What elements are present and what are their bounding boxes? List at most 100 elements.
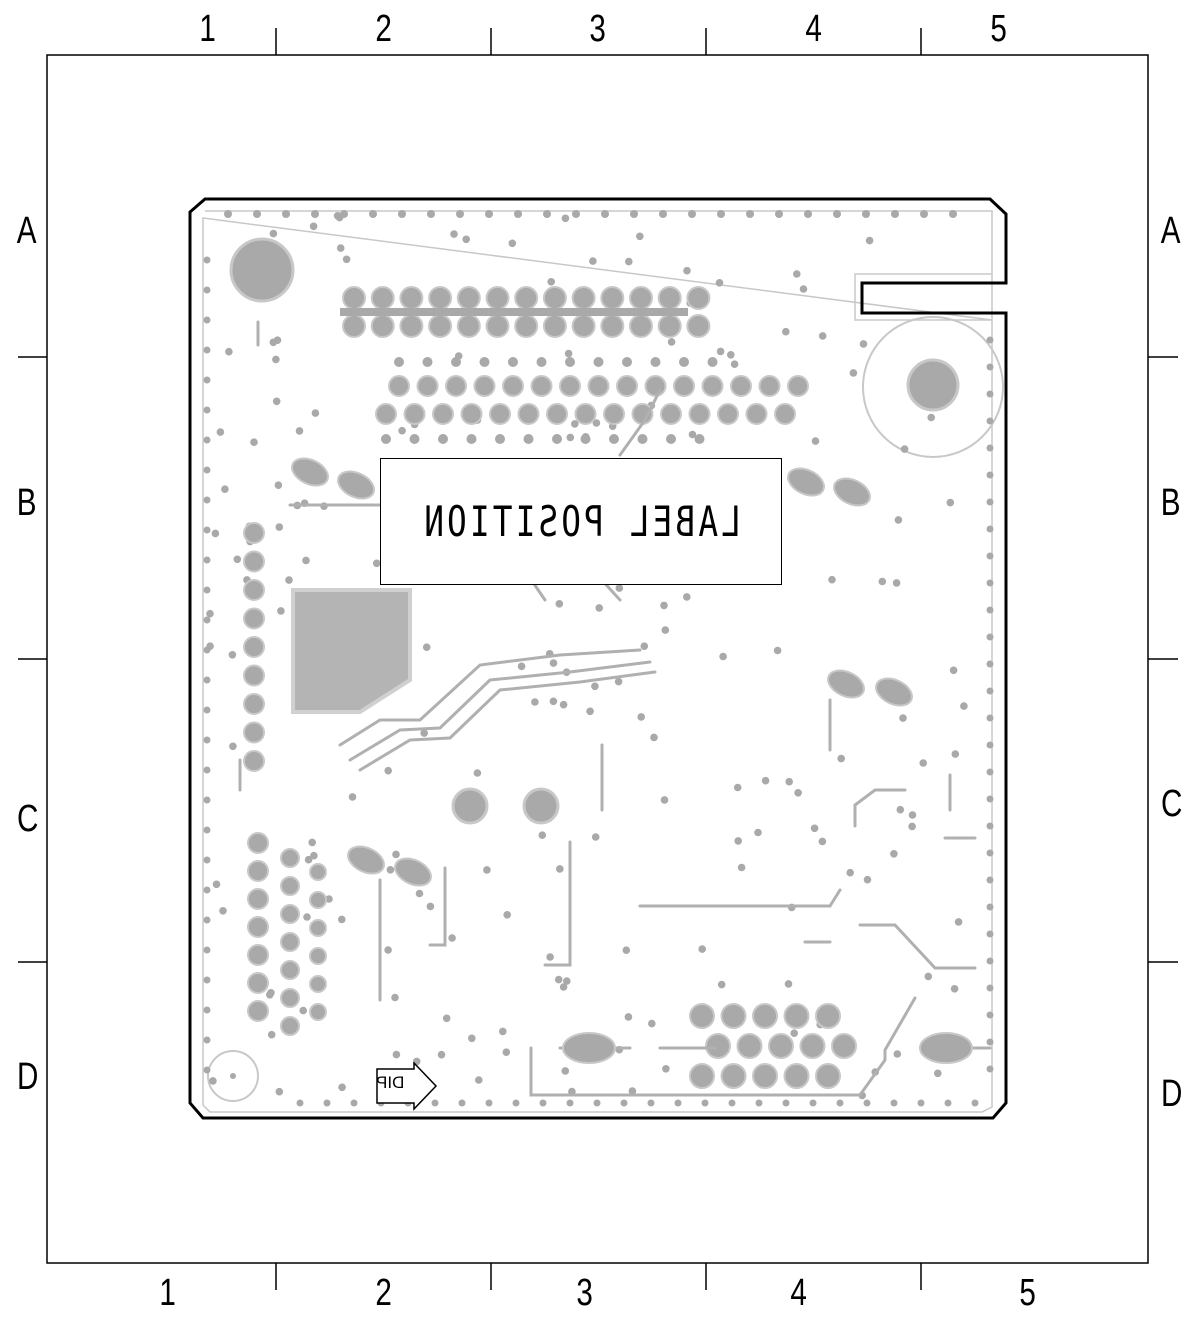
via [659, 210, 667, 218]
via [628, 1087, 637, 1095]
via [203, 916, 211, 924]
via [592, 419, 601, 427]
header-pad [571, 286, 596, 310]
via [837, 754, 845, 763]
via [566, 433, 575, 442]
via [458, 1099, 466, 1107]
pad [309, 919, 327, 937]
via [203, 706, 211, 714]
via [719, 652, 727, 661]
via [707, 357, 718, 367]
vertical-header-pad [247, 944, 269, 966]
via [381, 434, 391, 444]
via [543, 210, 551, 218]
via [272, 397, 281, 406]
connector-pad [489, 403, 511, 425]
via [755, 1099, 763, 1107]
via [203, 796, 211, 804]
via [517, 662, 526, 671]
header-pad [571, 314, 596, 338]
header-pad [542, 314, 567, 338]
header-pad [686, 314, 711, 338]
header-pad [370, 314, 395, 338]
via [609, 434, 619, 444]
trace [853, 788, 907, 828]
via [392, 1050, 401, 1059]
row-label-right-c: C [1161, 783, 1183, 825]
via [225, 347, 233, 356]
via [531, 698, 539, 706]
vertical-header-pad [247, 888, 269, 910]
trace [618, 388, 662, 457]
via [986, 822, 994, 830]
via [986, 417, 994, 425]
via [338, 1083, 346, 1092]
connector-pad [701, 375, 724, 397]
via [785, 777, 793, 786]
via [660, 796, 669, 804]
bottom-connector-pad [783, 1063, 810, 1089]
row-label-right-d: D [1161, 1073, 1183, 1115]
via [250, 438, 258, 447]
via [372, 559, 381, 568]
bottom-connector-pad [736, 1033, 763, 1059]
via [862, 210, 870, 218]
via [420, 729, 429, 737]
via [536, 357, 547, 367]
via [203, 316, 211, 324]
via [462, 235, 471, 244]
via [308, 838, 317, 847]
via [863, 875, 872, 884]
vertical-header-pad [247, 972, 269, 994]
crystal-pads [291, 457, 973, 1064]
bottom-connector-pad [705, 1033, 731, 1059]
board-inner-outline [202, 210, 993, 1113]
via [917, 1099, 925, 1107]
via [859, 340, 868, 348]
via [622, 946, 631, 954]
via [266, 991, 274, 999]
via [586, 707, 594, 716]
via [209, 1077, 217, 1085]
via [203, 1006, 211, 1014]
via [495, 434, 505, 444]
header-pad [485, 286, 510, 310]
connector-pad [559, 375, 581, 397]
fiducial-bottom-left [207, 1050, 259, 1102]
column-label-bottom-2: 2 [375, 1272, 392, 1314]
via [666, 434, 676, 444]
via [986, 633, 994, 641]
via [846, 868, 854, 877]
via [233, 555, 242, 564]
header-pad [456, 286, 481, 310]
via [275, 1087, 284, 1096]
via [804, 210, 812, 218]
via [203, 496, 211, 504]
header-pad [600, 286, 625, 310]
via [986, 390, 994, 398]
via [556, 865, 564, 873]
via [304, 855, 313, 864]
via [944, 1099, 952, 1107]
via [391, 993, 399, 1002]
header-pad [485, 314, 510, 338]
pad [309, 975, 327, 993]
via [203, 586, 211, 594]
via [466, 434, 477, 444]
connector-pad [774, 403, 796, 425]
via [539, 1099, 547, 1107]
via [896, 805, 905, 814]
row-ticks [18, 356, 1178, 963]
bottom-connector-pad [815, 1063, 841, 1089]
via [566, 1099, 574, 1107]
via [216, 428, 225, 436]
connector-pad [787, 375, 809, 397]
via [485, 1099, 493, 1107]
via [986, 1011, 994, 1019]
via [398, 426, 406, 435]
label-position-window: LABEL POSITION [380, 458, 782, 585]
via [572, 210, 580, 218]
via [310, 851, 318, 860]
vertical-header-pad [247, 832, 269, 854]
connector-pad [603, 403, 625, 425]
